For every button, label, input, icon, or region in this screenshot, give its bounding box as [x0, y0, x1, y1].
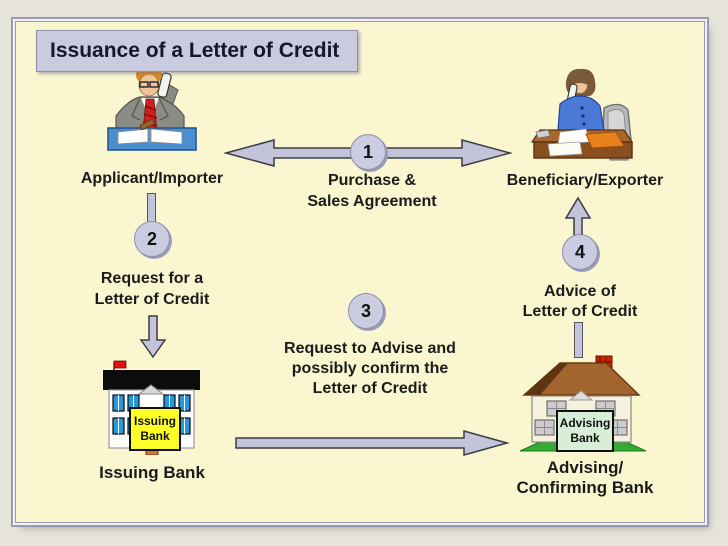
step3-text-line2: possibly confirm the — [291, 360, 449, 377]
applicant-importer-illustration — [107, 65, 197, 151]
step2-text: Request for a Letter of Credit — [52, 268, 252, 310]
advising-bank-label-line2: Confirming Bank — [516, 478, 654, 497]
step2-text-line2: Letter of Credit — [94, 291, 210, 308]
step3-text-line3: Letter of Credit — [312, 380, 428, 397]
beneficiary-exporter-illustration — [530, 68, 634, 161]
beneficiary-label: Beneficiary/Exporter — [506, 172, 664, 189]
step4-text-line2: Letter of Credit — [522, 303, 638, 320]
step1-text: Purchase & Sales Agreement — [272, 170, 472, 212]
advising-bank-label-line1: Advising/ — [546, 458, 624, 477]
step4-connector-shaft — [574, 322, 583, 358]
step3-text-line1: Request to Advise and — [284, 340, 456, 357]
step2-text-line1: Request for a — [100, 270, 204, 287]
step2-down-arrow — [139, 315, 167, 359]
slide-title: Issuance of a Letter of Credit — [36, 30, 358, 72]
step4-text: Advice of Letter of Credit — [480, 282, 680, 322]
step1-text-line1: Purchase & — [327, 172, 417, 189]
issuing-bank-sign: Issuing Bank — [129, 407, 181, 451]
step3-number-badge: 3 — [348, 293, 384, 329]
step4-text-line1: Advice of — [543, 283, 616, 300]
advising-bank-label: Advising/ Confirming Bank — [485, 458, 685, 498]
step3-text: Request to Advise and possibly confirm t… — [250, 339, 490, 399]
step3-right-arrow — [235, 430, 510, 456]
step1-text-line2: Sales Agreement — [307, 193, 437, 210]
step2-number-badge: 2 — [134, 221, 170, 257]
applicant-label: Applicant/Importer — [80, 170, 224, 187]
advising-bank-illustration — [519, 355, 647, 452]
advising-bank-sign: Advising Bank — [556, 410, 614, 452]
step1-number-badge: 1 — [350, 134, 386, 170]
issuing-bank-label: Issuing Bank — [99, 463, 205, 482]
step4-number-badge: 4 — [562, 234, 598, 270]
